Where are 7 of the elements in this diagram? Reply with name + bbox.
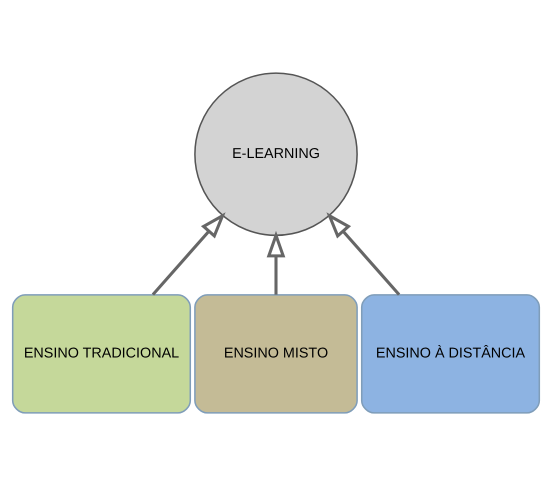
arrow (326, 212, 400, 296)
node-circle: E-LEARNING (194, 72, 358, 236)
node-box: ENSINO À DISTÂNCIA (360, 294, 540, 414)
arrow (152, 212, 226, 296)
node-box: ENSINO MISTO (194, 294, 358, 414)
arrow (266, 230, 286, 295)
node-box: ENSINO TRADICIONAL (12, 294, 192, 414)
